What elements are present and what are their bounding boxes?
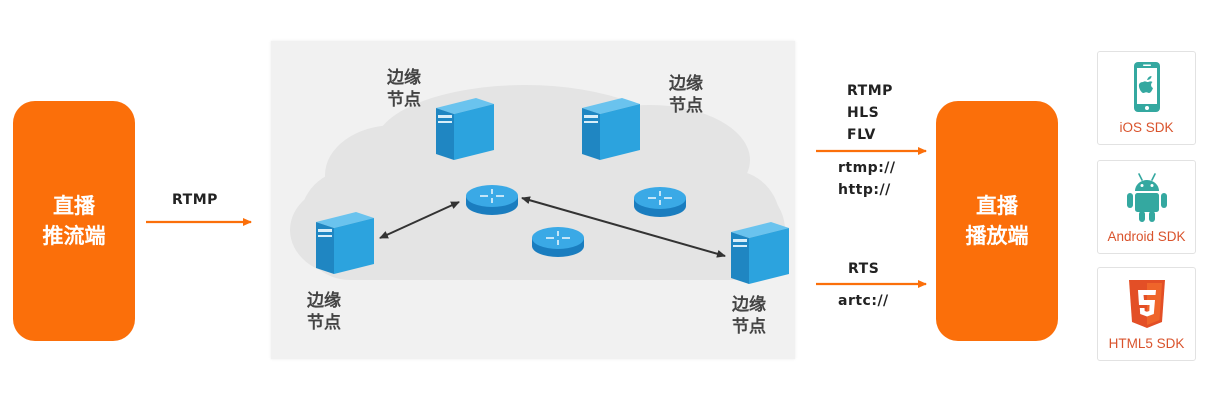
protocol-rtmp: RTMP (847, 83, 893, 99)
left-protocol-label: RTMP (172, 192, 218, 208)
url-http: http:// (838, 182, 891, 198)
edge-node-label-2: 边缘 节点 (669, 73, 703, 117)
android-icon (1097, 169, 1196, 225)
sdk-label-ios: iOS SDK (1119, 120, 1174, 135)
pusher-line1: 直播 (53, 194, 95, 218)
pusher-line2: 推流端 (42, 224, 106, 248)
ios-phone-icon (1097, 60, 1196, 116)
output-protocols-top: RTMP HLS FLV (847, 80, 893, 146)
link-arrow-right (521, 196, 726, 258)
edge-node-label-4: 边缘 节点 (732, 294, 766, 338)
edge-node-label-3: 边缘 节点 (307, 290, 341, 334)
router-icon (634, 187, 686, 217)
edge-node-label-2-line1: 边缘 (669, 74, 703, 94)
sdk-card-html5[interactable]: HTML5 SDK (1097, 267, 1196, 361)
html5-icon (1097, 276, 1196, 332)
sdk-card-android[interactable]: Android SDK (1097, 160, 1196, 254)
server-icon (436, 98, 494, 160)
player-line1: 直播 (976, 194, 1018, 218)
router-icon (532, 227, 584, 257)
server-icon (316, 212, 374, 274)
edge-node-label-4-line1: 边缘 (732, 295, 766, 315)
sdk-label-android: Android SDK (1107, 229, 1186, 244)
server-icon (731, 222, 789, 284)
router-icon (466, 185, 518, 215)
pusher-box: 直播 推流端 (13, 101, 135, 341)
sdk-label-html5: HTML5 SDK (1108, 336, 1185, 351)
server-icon (582, 98, 640, 160)
protocol-flv: FLV (847, 127, 876, 143)
player-box: 直播 播放端 (936, 101, 1058, 341)
player-line2: 播放端 (965, 224, 1029, 248)
url-rtmp: rtmp:// (838, 160, 896, 176)
edge-node-label-3-line2: 节点 (307, 313, 341, 333)
link-arrow-left (379, 201, 460, 239)
output-url-artc: artc:// (838, 293, 889, 309)
edge-node-label-1-line1: 边缘 (387, 68, 421, 88)
edge-node-label-1: 边缘 节点 (387, 67, 421, 111)
edge-node-label-4-line2: 节点 (732, 317, 766, 337)
sdk-card-ios[interactable]: iOS SDK (1097, 51, 1196, 145)
edge-node-label-1-line2: 节点 (387, 90, 421, 110)
protocol-hls: HLS (847, 105, 880, 121)
output-urls-top: rtmp:// http:// (838, 157, 896, 201)
edge-node-label-2-line2: 节点 (669, 96, 703, 116)
output-protocol-rts: RTS (848, 261, 880, 277)
edge-node-label-3-line1: 边缘 (307, 291, 341, 311)
